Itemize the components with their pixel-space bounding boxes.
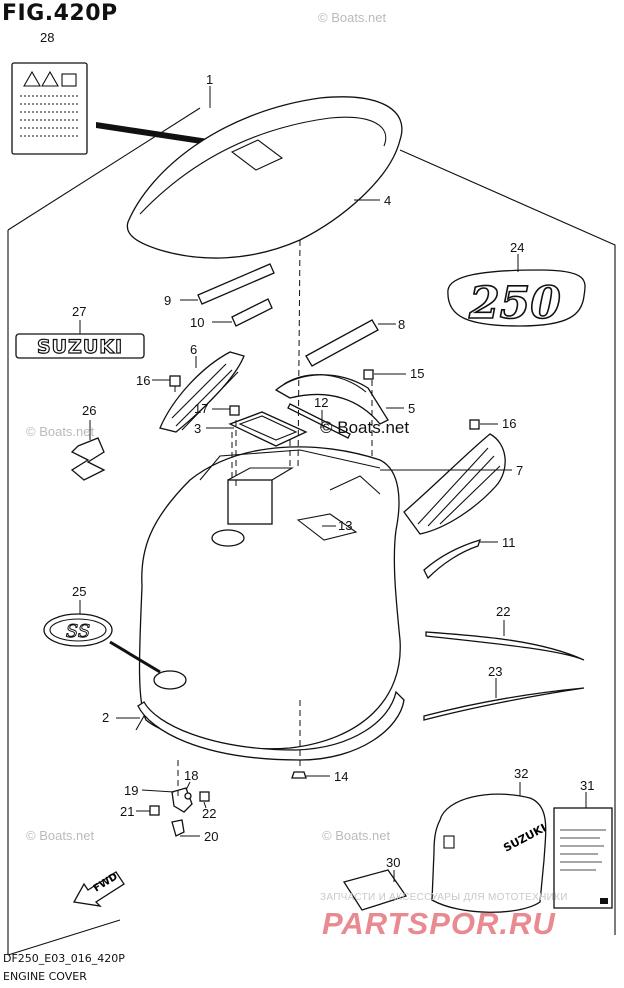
watermark-bottom-left: © Boats.net (26, 828, 95, 843)
frame-lines (7, 107, 616, 956)
callouts: 28 1 4 24 9 27 10 8 6 16 15 12 26 17 5 1… (40, 30, 594, 870)
leader-lines (79, 86, 587, 882)
fwd-arrow: FWD (72, 871, 125, 907)
seal-strip-9[interactable] (197, 263, 275, 305)
callout-24[interactable]: 23 (488, 664, 502, 679)
seal-strip-8[interactable] (305, 319, 379, 367)
stripe-23[interactable] (425, 631, 585, 661)
figure-name: ENGINE COVER (3, 970, 87, 983)
callout-23[interactable]: 22 (496, 604, 510, 619)
callout-18[interactable]: 18 (184, 768, 198, 783)
brand-decal-text: SUZUKI (37, 336, 123, 358)
callout-29[interactable]: 28 (40, 30, 54, 45)
figure-title: FIG.420P (2, 1, 118, 26)
callout-10[interactable]: 10 (190, 315, 204, 330)
lower-cover-2[interactable] (135, 446, 405, 761)
callout-25[interactable]: 24 (510, 240, 524, 255)
callout-7[interactable]: 7 (516, 463, 523, 478)
top-cover-1[interactable] (126, 96, 403, 259)
watermark-left: © Boats.net (26, 424, 95, 439)
figure-code: DF250_E03_016_420P (3, 952, 125, 965)
callout-6[interactable]: 6 (190, 342, 197, 357)
screw-16-right[interactable] (469, 419, 480, 430)
callout-26[interactable]: 25 (72, 584, 86, 599)
ss-badge-26[interactable]: SS (43, 613, 161, 674)
owners-manual-31[interactable] (553, 807, 613, 909)
seal-strip-10[interactable] (231, 298, 273, 327)
callout-22[interactable]: 22 (202, 806, 216, 821)
watermark-center: © Boats.net (320, 418, 410, 437)
tag-30[interactable] (342, 869, 408, 911)
callout-12[interactable]: 12 (314, 395, 328, 410)
watermark-top: © Boats.net (318, 10, 387, 25)
callout-15[interactable]: 15 (410, 366, 424, 381)
side-grille-7[interactable] (403, 433, 506, 535)
callout-9[interactable]: 9 (164, 293, 171, 308)
callout-2[interactable]: 2 (102, 710, 109, 725)
callout-4[interactable]: 4 (384, 193, 391, 208)
screw-14[interactable] (291, 771, 307, 779)
callout-17[interactable]: 17 (194, 401, 208, 416)
callout-11[interactable]: 11 (502, 535, 516, 550)
callout-16b[interactable]: 16 (502, 416, 516, 431)
callout-1[interactable]: 1 (206, 72, 213, 87)
callout-13[interactable]: 13 (338, 518, 352, 533)
seal-12[interactable] (287, 403, 351, 439)
side-grille-6[interactable] (159, 351, 245, 433)
assembly-guides (177, 239, 373, 800)
callout-27[interactable]: 26 (82, 403, 96, 418)
screw-17[interactable] (229, 405, 240, 416)
stripe-24[interactable] (423, 687, 585, 721)
shop-logo: PARTSPOR.RU (322, 906, 556, 941)
screw-15[interactable] (363, 369, 374, 380)
model-decal-25[interactable]: 250 (447, 269, 586, 330)
watermark-bottom-right: © Boats.net (322, 828, 391, 843)
model-number-text: 250 (468, 278, 561, 329)
brand-decal-28[interactable]: SUZUKI (15, 333, 145, 359)
shop-tagline: ЗАПЧАСТИ И АКСЕССУАРЫ ДЛЯ МОТОТЕХНИКИ (320, 892, 568, 903)
callout-8[interactable]: 8 (398, 317, 405, 332)
callout-21[interactable]: 21 (120, 804, 134, 819)
callout-3[interactable]: 3 (194, 421, 201, 436)
callout-19[interactable]: 19 (124, 783, 138, 798)
warning-label-29[interactable] (11, 62, 228, 155)
callout-20[interactable]: 20 (204, 829, 218, 844)
callout-31[interactable]: 31 (580, 778, 594, 793)
callout-14[interactable]: 14 (334, 769, 348, 784)
callout-5[interactable]: 5 (408, 401, 415, 416)
cover-bag-32[interactable]: SUZUKI (431, 793, 548, 913)
callout-32[interactable]: 32 (514, 766, 528, 781)
callout-16a[interactable]: 16 (136, 373, 150, 388)
callout-30[interactable]: 30 (386, 855, 400, 870)
seal-frame-3[interactable] (228, 411, 308, 447)
ss-badge-text: SS (66, 621, 90, 642)
latch-assembly[interactable] (149, 787, 210, 837)
strip-11[interactable] (423, 539, 482, 580)
rear-rail-5[interactable] (274, 374, 389, 425)
emblem-27[interactable] (70, 437, 106, 481)
screw-16-left[interactable] (169, 375, 181, 392)
callout-28[interactable]: 27 (72, 304, 86, 319)
